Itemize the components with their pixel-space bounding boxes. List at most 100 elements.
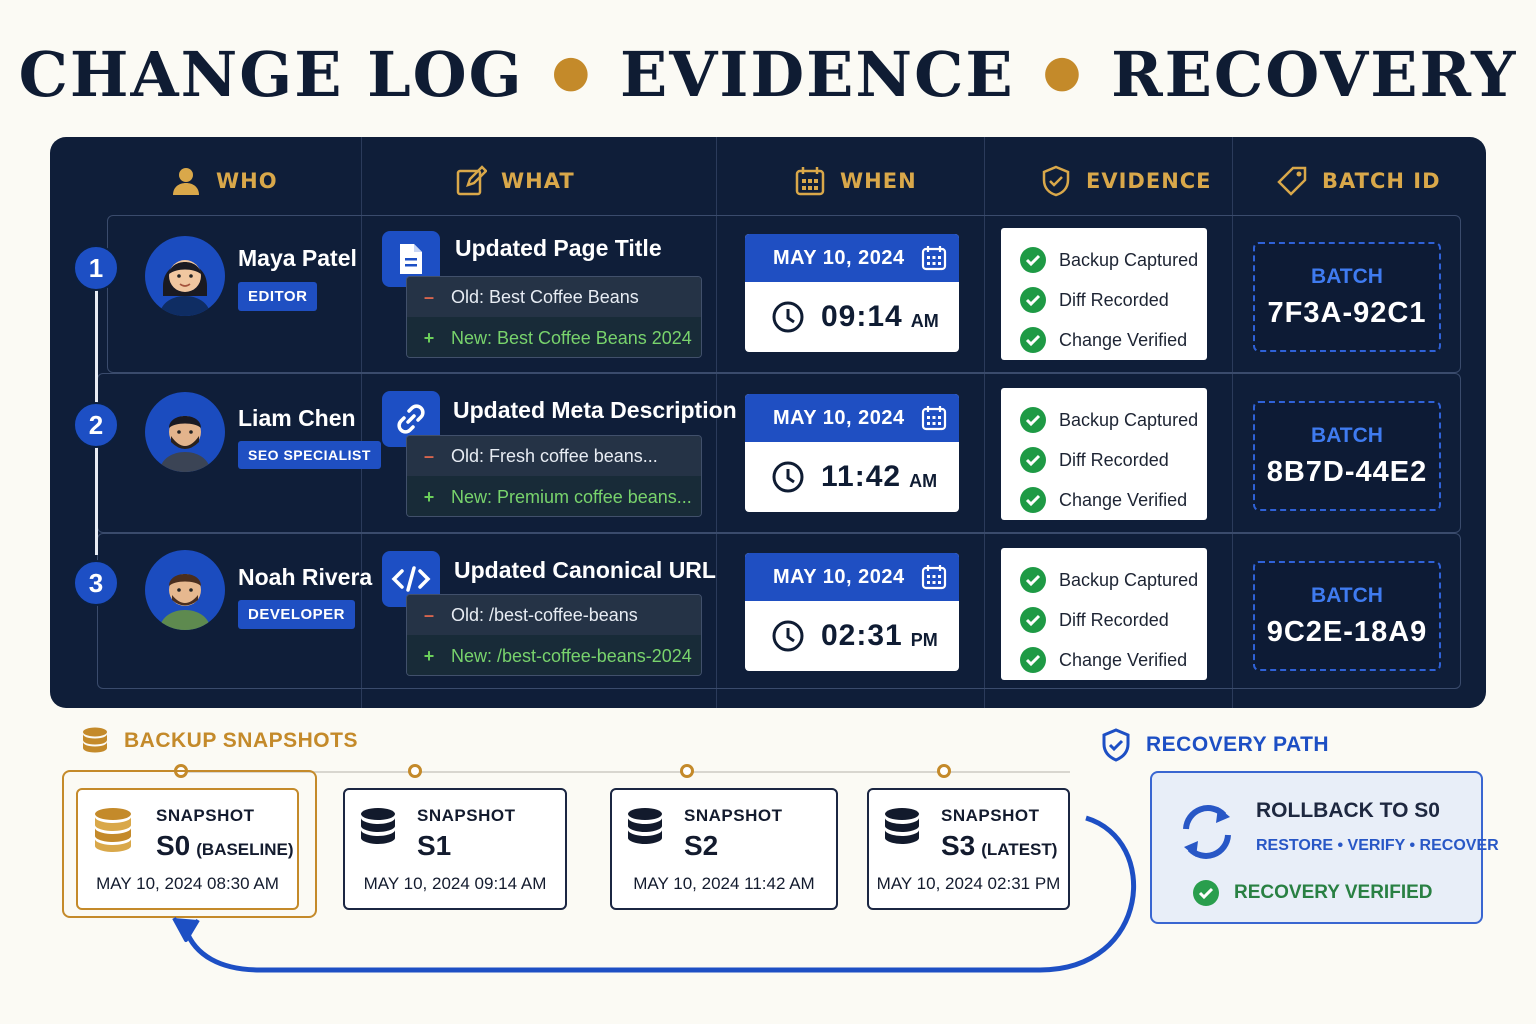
batch-id: 8B7D-44E2 xyxy=(1266,455,1428,488)
recovery-status-text: RECOVERY VERIFIED xyxy=(1234,882,1433,903)
person-icon xyxy=(173,168,199,195)
snapshot-id: S2 xyxy=(684,830,719,861)
database-icon xyxy=(628,808,662,844)
snapshot-name: S1 xyxy=(417,830,451,862)
evidence-item: Diff Recorded xyxy=(1019,280,1207,320)
snapshot-time: MAY 10, 2024 09:14 AM xyxy=(363,874,547,893)
check-circle-icon xyxy=(1020,447,1046,473)
change-title: Updated Meta Description xyxy=(453,397,737,423)
clock-icon xyxy=(772,301,804,333)
ampm-text: AM xyxy=(910,310,939,331)
title-evidence: EVIDENCE xyxy=(620,38,1015,111)
database-icon xyxy=(95,808,131,852)
snapshot-card-s0[interactable]: SNAPSHOT S0(BASELINE) MAY 10, 2024 08:30… xyxy=(76,788,299,910)
diff-new: +New: Premium coffee beans... xyxy=(407,476,701,516)
snapshot-id: S0 xyxy=(156,830,191,861)
snapshot-label: SNAPSHOT xyxy=(941,806,1040,825)
date-text: MAY 10, 2024 xyxy=(773,406,905,429)
snapshot-card-s1[interactable]: SNAPSHOT S1 MAY 10, 2024 09:14 AM xyxy=(343,788,567,910)
diff-old-text: Old: Best Coffee Beans xyxy=(451,286,639,307)
timestamp-card: MAY 10, 2024 09:14 AM xyxy=(745,234,959,352)
step-number: 2 xyxy=(73,402,119,448)
evidence-text: Diff Recorded xyxy=(1059,289,1169,310)
snapshot-label: SNAPSHOT xyxy=(156,806,255,825)
header-when: WHEN xyxy=(794,161,917,201)
evidence-text: Change Verified xyxy=(1059,489,1188,510)
edit-icon xyxy=(456,165,487,196)
batch-label: BATCH xyxy=(1311,423,1383,447)
check-circle-icon xyxy=(1020,407,1046,433)
diff-new-text: New: /best-coffee-beans-2024 xyxy=(451,645,692,666)
title-recovery: RECOVERY xyxy=(1111,38,1518,111)
avatar-maya xyxy=(145,236,225,316)
batch-id-box: BATCH 7F3A-92C1 xyxy=(1253,242,1441,352)
diff-old: –Old: /best-coffee-beans xyxy=(407,595,701,635)
person-name: Liam Chen xyxy=(238,405,356,431)
avatar-liam xyxy=(145,392,225,472)
evidence-text: Change Verified xyxy=(1059,649,1188,670)
backup-snapshots-title: BACKUP SNAPSHOTS xyxy=(80,726,358,756)
table-row xyxy=(97,533,1461,689)
diff-box: –Old: /best-coffee-beans +New: /best-cof… xyxy=(406,594,702,676)
calendar-icon xyxy=(921,565,947,590)
role-badge: EDITOR xyxy=(238,282,318,311)
header-who: WHO xyxy=(170,161,278,201)
evidence-item: Backup Captured xyxy=(1019,400,1207,440)
table-row xyxy=(107,215,1461,373)
ampm-text: AM xyxy=(909,470,938,491)
diff-old: –Old: Fresh coffee beans... xyxy=(407,436,701,476)
title-separator: ● xyxy=(551,46,593,97)
snapshot-card-s2[interactable]: SNAPSHOT S2 MAY 10, 2024 11:42 AM xyxy=(610,788,838,910)
diff-box: –Old: Fresh coffee beans... +New: Premiu… xyxy=(406,435,702,517)
snapshot-sub: (BASELINE) xyxy=(196,840,294,859)
time-text: 09:14 xyxy=(821,300,903,333)
batch-label: BATCH xyxy=(1311,583,1383,607)
evidence-card: Backup Captured Diff Recorded Change Ver… xyxy=(1001,388,1207,520)
evidence-item: Change Verified xyxy=(1019,320,1207,360)
check-circle-icon xyxy=(1020,487,1046,513)
header-who-label: WHO xyxy=(216,169,278,193)
check-circle-icon xyxy=(1020,327,1046,353)
snapshot-name: S0 (BASELINE) xyxy=(156,830,294,862)
change-log-table: WHO WHAT WHEN EVIDENCE BATCH ID Maya Pat… xyxy=(50,137,1486,708)
batch-id-box: BATCH 8B7D-44E2 xyxy=(1253,401,1441,511)
column-divider xyxy=(984,137,985,708)
timestamp-date: MAY 10, 2024 xyxy=(745,394,959,442)
check-circle-icon xyxy=(1020,647,1046,673)
avatar-noah xyxy=(145,550,225,630)
evidence-text: Diff Recorded xyxy=(1059,449,1169,470)
evidence-item: Change Verified xyxy=(1019,640,1207,680)
date-text: MAY 10, 2024 xyxy=(773,246,905,269)
evidence-item: Backup Captured xyxy=(1019,560,1207,600)
calendar-icon xyxy=(921,246,947,271)
column-divider xyxy=(361,137,362,708)
diff-new: +New: Best Coffee Beans 2024 xyxy=(407,317,701,357)
snapshot-card-s3[interactable]: SNAPSHOT S3 (LATEST) MAY 10, 2024 02:31 P… xyxy=(867,788,1070,910)
header-what-label: WHAT xyxy=(501,169,575,193)
snapshot-id: S3 xyxy=(941,830,976,861)
baseline-highlight xyxy=(62,770,317,918)
snapshot-name: S2 xyxy=(684,830,718,862)
step-number: 3 xyxy=(73,560,119,606)
snapshot-label: SNAPSHOT xyxy=(417,806,516,825)
snapshot-sub: (LATEST) xyxy=(981,840,1058,859)
diff-old: –Old: Best Coffee Beans xyxy=(407,277,701,317)
diff-old-text: Old: /best-coffee-beans xyxy=(451,604,638,625)
batch-id-box: BATCH 9C2E-18A9 xyxy=(1253,561,1441,671)
timestamp-date: MAY 10, 2024 xyxy=(745,234,959,282)
person-name: Noah Rivera xyxy=(238,564,373,590)
check-circle-icon xyxy=(1193,880,1219,906)
role-badge: DEVELOPER xyxy=(238,600,356,629)
batch-label: BATCH xyxy=(1311,264,1383,288)
check-circle-icon xyxy=(1020,247,1046,273)
snapshot-time: MAY 10, 2024 02:31 PM xyxy=(876,874,1061,893)
shield-check-icon xyxy=(1042,165,1070,197)
recovery-card[interactable]: ROLLBACK TO S0 RESTORE • VERIFY • RECOVE… xyxy=(1150,771,1499,924)
snapshot-marker xyxy=(937,764,951,778)
evidence-text: Backup Captured xyxy=(1059,569,1199,590)
database-icon xyxy=(83,727,107,753)
change-title: Updated Canonical URL xyxy=(454,557,716,583)
